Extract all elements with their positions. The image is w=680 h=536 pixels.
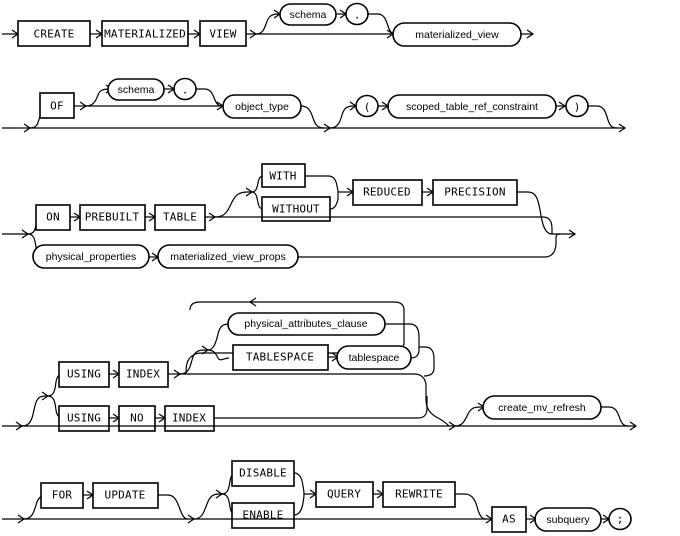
keyword-box-update — [92, 482, 159, 509]
punctuation-label-dot-1: . — [354, 9, 361, 22]
keyword-label-precision: PRECISION — [444, 186, 505, 199]
rail-dot1-down — [368, 13, 397, 35]
rail-mvprops-merge — [298, 238, 557, 258]
arrow-icon — [629, 421, 638, 431]
rail-rparen-down — [588, 105, 618, 129]
keyword-label-as: AS — [502, 513, 516, 526]
rail-with-merge — [305, 175, 339, 193]
nonterminal-label-subquery: subquery — [546, 514, 590, 526]
rail-to-physattr — [207, 323, 230, 351]
keyword-label-enable: ENABLE — [243, 509, 284, 522]
rail-branch-up-with — [214, 191, 252, 218]
nonterminal-label-physical-attributes-clause: physical_attributes_clause — [244, 318, 367, 330]
keyword-box-materialized — [101, 20, 189, 47]
rail-rewrite-down — [455, 493, 487, 520]
arrow-icon — [568, 229, 577, 239]
rail-enable-merge — [293, 493, 305, 516]
arrow-icon — [558, 101, 567, 111]
keyword-label-materialized: MATERIALIZED — [104, 28, 186, 41]
rail-branch-up-createmvrefresh — [454, 406, 484, 427]
rail-objecttype-down — [300, 105, 325, 129]
keyword-label-using-1: USING — [67, 368, 101, 381]
keyword-label-reduced: REDUCED — [363, 186, 411, 199]
keyword-label-no: NO — [130, 412, 144, 425]
punctuation-label-lparen: ( — [364, 101, 371, 114]
nonterminal-label-materialized-view-props: materialized_view_props — [170, 251, 286, 263]
rail-tablespace-merge — [410, 347, 420, 359]
keyword-label-index-1: INDEX — [126, 368, 160, 381]
rail-merge-row3 — [555, 233, 561, 239]
rail-physattr-merge — [385, 323, 420, 347]
rail-branch-up-scoped — [329, 105, 356, 129]
nonterminal-label-materialized-view: materialized_view — [415, 29, 499, 41]
keyword-label-table: TABLE — [163, 211, 197, 224]
nonterminal-label-schema-2: schema — [118, 84, 155, 96]
rail-createmvrefresh-down — [601, 406, 629, 427]
row-3: ON PREBUILT TABLE WITH WITHOUT REDUCED P… — [2, 163, 577, 269]
keyword-label-rewrite: REWRITE — [395, 488, 443, 501]
keyword-label-using-2: USING — [67, 412, 101, 425]
row-4: USING INDEX physical_attributes_clause T… — [2, 297, 638, 432]
keyword-box-query — [315, 481, 374, 508]
rail-precision-down — [517, 191, 553, 235]
nonterminal-label-schema-1: schema — [290, 9, 327, 21]
keyword-box-table — [154, 204, 206, 231]
nonterminal-label-physical-properties: physical_properties — [46, 251, 136, 263]
keyword-box-enable — [231, 502, 295, 529]
row-2: OF schema . object_type ( scoped_tab — [2, 77, 627, 133]
rail-bypass-optgroup — [180, 373, 427, 392]
keyword-label-prebuilt: PREBUILT — [85, 211, 140, 224]
keyword-box-tablespace — [232, 344, 329, 371]
rail-branch-up-queryrewrite — [193, 493, 222, 520]
row-5: FOR UPDATE DISABLE ENABLE QUERY REWRITE — [2, 460, 632, 533]
rail-choicegroup-out — [419, 346, 435, 377]
rail-index2-merge — [214, 396, 428, 419]
punctuation-semicolon — [608, 507, 632, 531]
rail-branch-up-schema1 — [255, 13, 280, 35]
keyword-label-view: VIEW — [209, 28, 236, 41]
keyword-box-for — [40, 482, 84, 509]
punctuation-label-rparen: ) — [574, 101, 581, 114]
rail-branch-up-schema2 — [85, 88, 112, 107]
rail-disable-merge — [293, 472, 305, 495]
punctuation-label-dot-2: . — [182, 84, 189, 97]
keyword-label-of: OF — [50, 100, 64, 113]
rail-without-merge — [329, 192, 339, 210]
rail-bypass-precision — [215, 216, 553, 234]
keyword-label-disable: DISABLE — [239, 467, 287, 480]
rail-branch-up-using — [21, 395, 48, 427]
keyword-label-update: UPDATE — [105, 489, 146, 502]
keyword-box-rewrite — [382, 481, 456, 508]
keyword-box-using-1 — [58, 361, 110, 388]
rail-using-merge-down — [425, 392, 450, 427]
keyword-label-for: FOR — [52, 489, 73, 502]
keyword-box-of — [39, 92, 75, 119]
arrow-icon — [248, 297, 257, 307]
nonterminal-label-tablespace-name: tablespace — [349, 352, 400, 364]
keyword-label-on: ON — [46, 211, 60, 224]
keyword-label-create: CREATE — [34, 28, 75, 41]
keyword-box-index-1 — [118, 361, 169, 388]
nonterminal-label-scoped-table-ref-constraint: scoped_table_ref_constraint — [406, 101, 538, 113]
punctuation-label-semicolon: ; — [617, 513, 624, 526]
keyword-label-with: WITH — [269, 170, 296, 183]
rail-update-down — [158, 494, 189, 520]
row-1: CREATE MATERIALIZED VIEW schema . materi… — [2, 2, 535, 47]
rail-to-tablespace — [207, 349, 230, 361]
nonterminal-label-object-type: object_type — [235, 101, 289, 113]
rail-into-choice-row4 — [179, 349, 208, 375]
keyword-label-tablespace: TABLESPACE — [246, 351, 314, 364]
keyword-label-query: QUERY — [327, 488, 361, 501]
arrow-icon — [526, 29, 535, 39]
keyword-box-using-2 — [58, 405, 110, 432]
arrow-icon — [618, 123, 627, 133]
keyword-label-index-2: INDEX — [172, 412, 206, 425]
nonterminal-label-create-mv-refresh: create_mv_refresh — [498, 402, 586, 414]
keyword-box-prebuilt — [79, 204, 146, 231]
keyword-label-without: WITHOUT — [272, 203, 320, 216]
